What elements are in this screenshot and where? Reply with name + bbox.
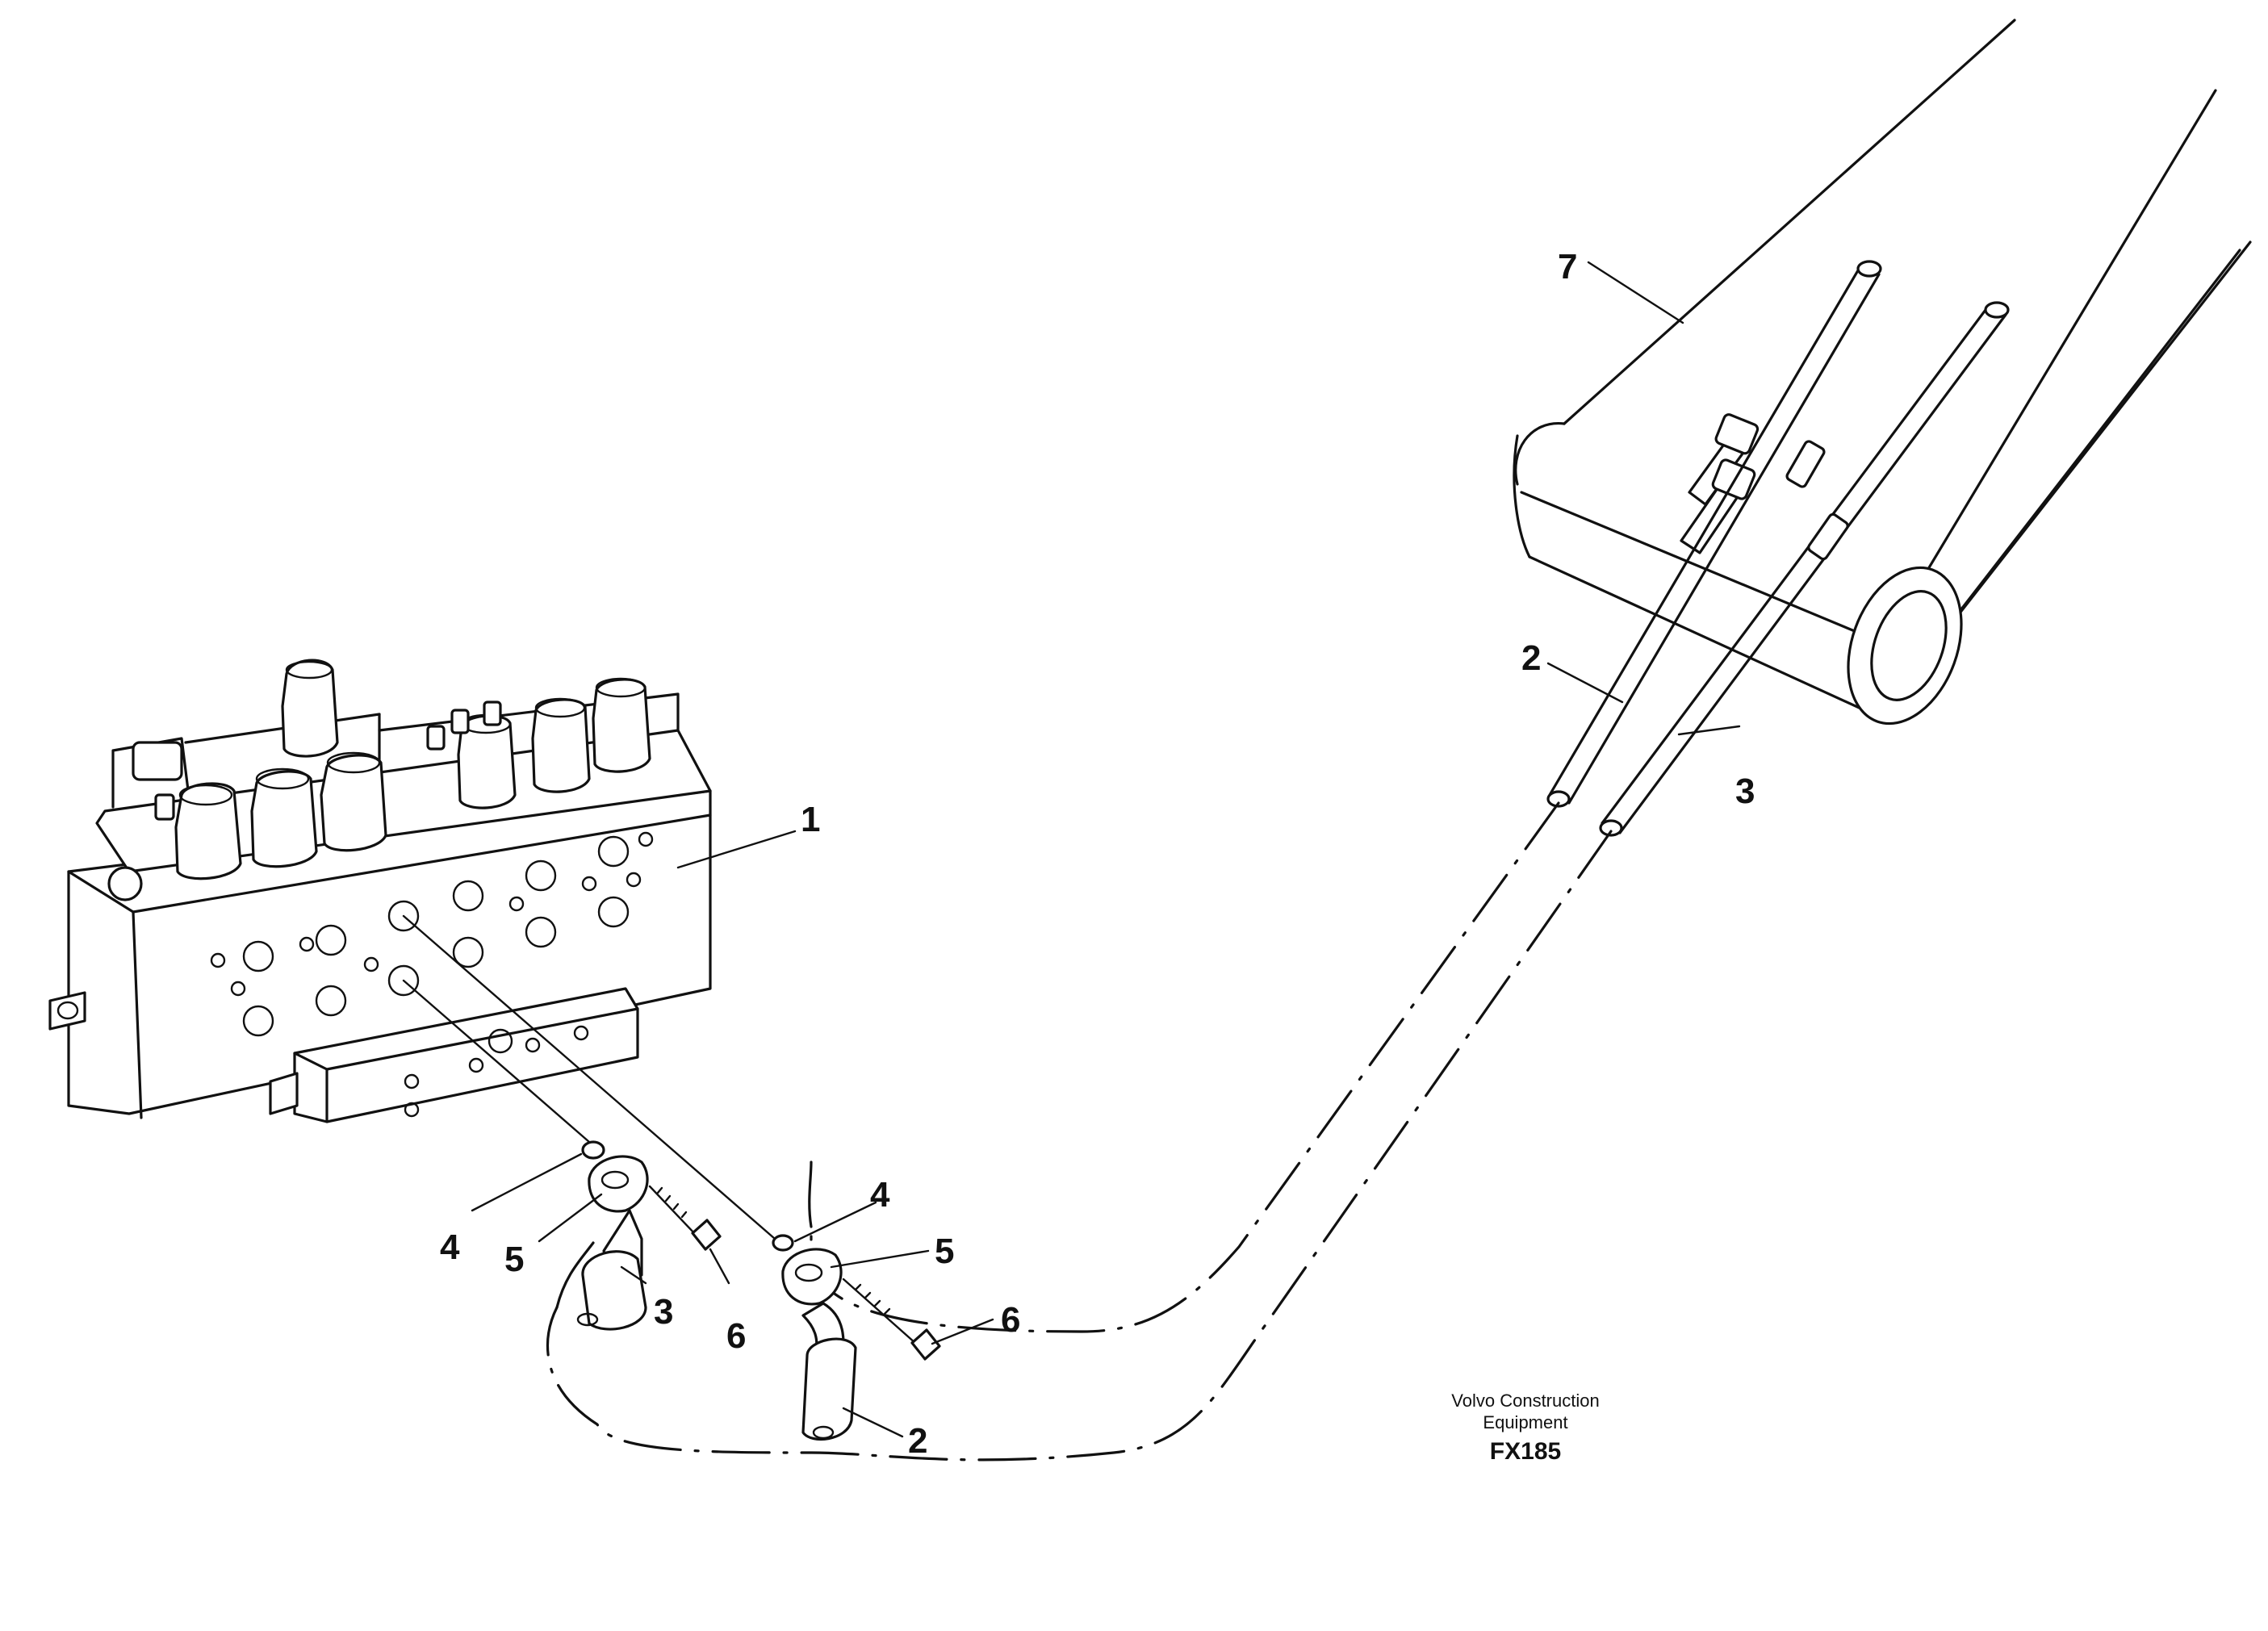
valve-block-part-1 bbox=[48, 659, 712, 1123]
callout-4-right: 4 bbox=[870, 1175, 890, 1215]
callout-4-left: 4 bbox=[440, 1227, 460, 1267]
callout-2-bottom: 2 bbox=[908, 1421, 927, 1461]
caption-company-sub: Equipment bbox=[1483, 1412, 1567, 1432]
callout-5-right: 5 bbox=[935, 1232, 954, 1271]
callout-1: 1 bbox=[801, 800, 820, 839]
port-holes bbox=[210, 831, 654, 1037]
caption-code: FX185 bbox=[1490, 1438, 1561, 1465]
boom-fittings bbox=[1680, 413, 1760, 554]
callout-5-left: 5 bbox=[504, 1240, 524, 1279]
caption-company: Volvo Construction bbox=[1451, 1391, 1599, 1411]
flange-set-right bbox=[772, 1234, 941, 1441]
caption-block: Volvo Construction Equipment FX185 bbox=[1451, 1391, 1599, 1465]
pipe-2-rigid bbox=[1546, 260, 1882, 808]
callout-2-top: 2 bbox=[1521, 638, 1541, 678]
pipe-3-rigid bbox=[1599, 301, 2010, 837]
callout-6-left: 6 bbox=[726, 1316, 746, 1356]
callout-leaders bbox=[471, 261, 1741, 1438]
boom-part-7 bbox=[1513, 19, 2252, 726]
callout-7: 7 bbox=[1558, 247, 1577, 286]
flange-set-left bbox=[576, 1140, 722, 1331]
callout-3-bottom: 3 bbox=[654, 1292, 673, 1332]
port-leader-lines bbox=[402, 914, 776, 1240]
callout-numbers: 1 7 2 3 4 5 3 6 4 5 6 2 bbox=[440, 247, 1755, 1461]
solenoid-coils bbox=[174, 659, 651, 880]
callout-6-right: 6 bbox=[1001, 1300, 1020, 1340]
callout-3-top: 3 bbox=[1735, 772, 1755, 811]
